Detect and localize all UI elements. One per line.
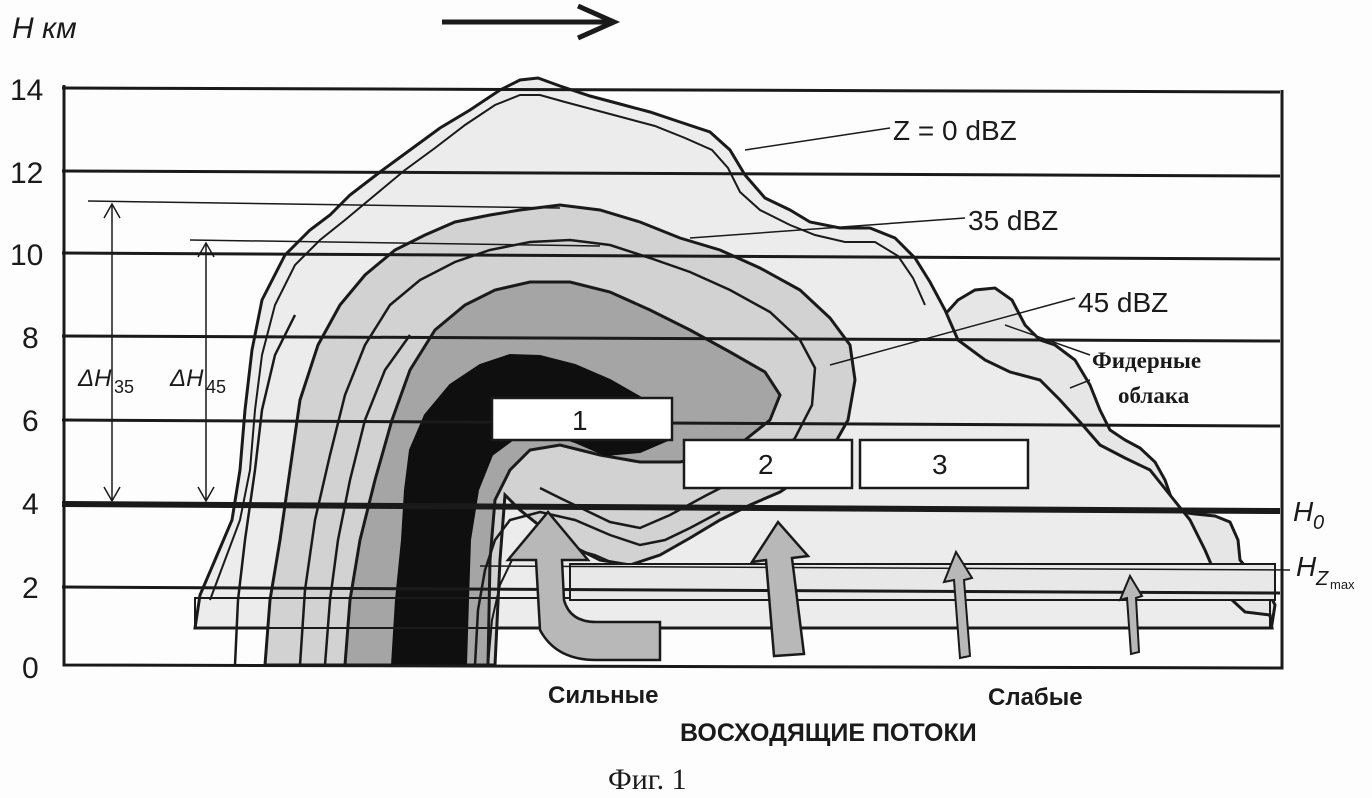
weak-label: Слабые: [988, 684, 1083, 711]
contour-label-45: 45 dBZ: [1078, 287, 1168, 318]
box-1-label: 1: [572, 405, 588, 436]
h0-sub: 0: [1313, 512, 1324, 534]
figure-caption: Фиг. 1: [608, 763, 687, 796]
delta-h35-sub: 35: [114, 377, 134, 397]
delta-h35-label: ΔH: [77, 365, 112, 392]
feeder-label-1: Фидерные: [1092, 348, 1201, 373]
feeder-label-2: облака: [1118, 383, 1190, 408]
hz-label: H: [1296, 551, 1317, 582]
box-3-label: 3: [932, 449, 948, 480]
hz-subsub: max: [1330, 577, 1355, 592]
contour-label-z0: Z = 0 dBZ: [893, 115, 1017, 146]
y-tick: 12: [10, 157, 43, 190]
box-2-label: 2: [758, 449, 774, 480]
y-axis-label: H км: [12, 12, 77, 45]
y-tick: 4: [22, 488, 39, 521]
updrafts-label: ВОСХОДЯЩИЕ ПОТОКИ: [680, 719, 977, 747]
y-tick: 0: [22, 652, 39, 685]
y-tick: 6: [22, 405, 39, 438]
contour-label-35: 35 dBZ: [968, 205, 1058, 236]
y-tick: 10: [10, 239, 43, 272]
hz-sub: Z: [1315, 568, 1329, 590]
y-tick: 14: [10, 74, 43, 107]
delta-h45-label: ΔH: [169, 365, 204, 392]
y-tick: 2: [22, 572, 39, 605]
strong-label: Сильные: [548, 682, 658, 709]
y-axis-ticks: 14 12 10 8 6 4 2 0: [10, 74, 43, 685]
h0-label: H: [1293, 496, 1314, 527]
y-tick: 8: [22, 322, 39, 355]
motion-arrow-icon: [442, 6, 614, 38]
delta-h45-sub: 45: [206, 377, 226, 397]
